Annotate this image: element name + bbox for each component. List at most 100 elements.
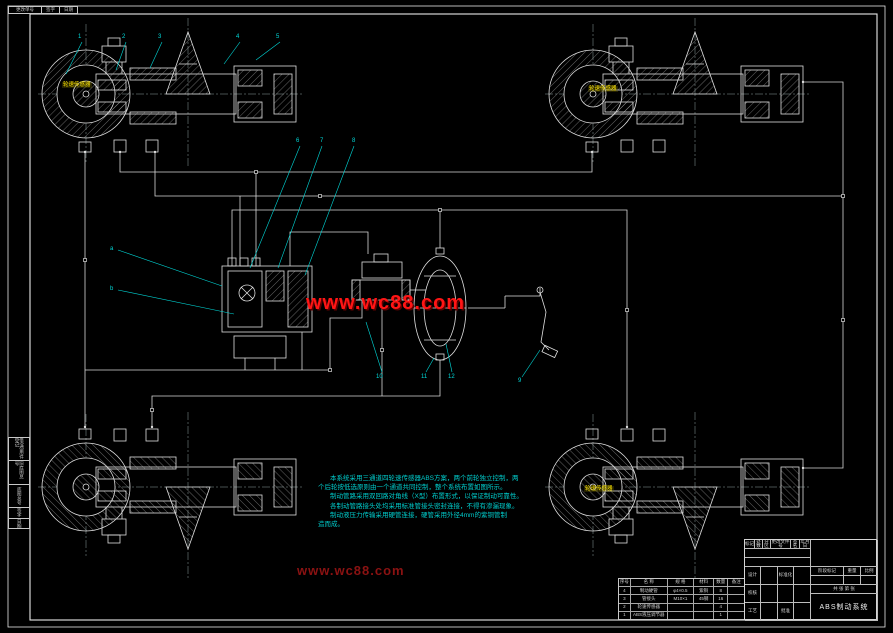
tb-cell: 校核 <box>745 585 761 603</box>
change-record-strip: 更改单号 签字 日期 <box>8 6 78 14</box>
note-line: 制动管路采用双回路对角线（X型）布置形式，以保证制动可靠性。 <box>330 493 523 501</box>
parts-header-cell: 材料 <box>694 579 715 587</box>
parts-cell: φ4×0.5 <box>668 587 694 595</box>
parts-cell <box>668 603 694 611</box>
callout-7: 7 <box>320 138 324 144</box>
title-block: 标记 处数 分区 更改文件号 签名 年月日 设计 标准化 校核 工艺 批准 阶段… <box>744 539 878 621</box>
change-record-cell: 日期 <box>64 7 74 12</box>
tb-cell: 标记 <box>745 540 755 549</box>
tb-cell <box>761 585 778 603</box>
callout-12: 12 <box>448 374 455 380</box>
parts-cell: 3 <box>619 595 631 603</box>
note-line: 造而成。 <box>318 521 344 529</box>
callout-2: 2 <box>122 34 126 40</box>
parts-header-cell: 序号 <box>619 579 631 587</box>
tb-cell: 比例 <box>861 567 878 576</box>
parts-cell: M10×1 <box>668 595 694 603</box>
tb-cell <box>745 558 811 567</box>
note-line: 本系统采用三通道四轮速传感器ABS方案，两个前轮独立控制，两 <box>330 475 519 482</box>
wheel-assembly-front-right <box>544 31 810 153</box>
wheel-assembly-rear-left <box>37 428 303 550</box>
callout-1: 1 <box>78 34 82 40</box>
callout-10: 10 <box>376 374 383 380</box>
hydraulic-lines <box>84 81 844 469</box>
drawing-title: ABS制动系统 <box>811 594 878 621</box>
parts-cell <box>728 604 744 611</box>
parts-cell: 4 <box>714 603 729 611</box>
sensor-label-rear-right: 轮速传感器 <box>584 486 614 492</box>
sensor-label-front-right: 轮速传感器 <box>588 86 618 92</box>
parts-cell <box>728 612 744 619</box>
parts-cell: 4 <box>619 587 631 595</box>
tb-cell: 更改文件号 <box>771 540 791 549</box>
tb-cell <box>811 576 844 585</box>
parts-cell: 1 <box>714 611 729 620</box>
parts-cell <box>694 611 715 620</box>
parts-cell: 8 <box>714 587 729 595</box>
parts-cell <box>668 611 694 620</box>
tb-cell <box>844 576 861 585</box>
parts-cell <box>694 603 715 611</box>
note-line: 各制动管路接头处均采用标准管接头密封连接，不得有渗漏现象。 <box>330 502 519 510</box>
parts-cell <box>728 587 744 594</box>
parts-header-cell: 备注 <box>731 579 741 585</box>
parts-cell: 管接头 <box>631 595 668 603</box>
parts-table: 序号 名 称 规 格 材料 数量 备注 4 制动硬管 φ4×0.5 紫铜 8 3… <box>618 578 745 620</box>
sensor-label-front-left: 轮速传感器 <box>62 82 92 88</box>
note-line: 个后轮按低选原则由一个通道共同控制，整个系统布置如图所示。 <box>318 484 507 492</box>
tb-cell: 批准 <box>778 603 794 621</box>
parts-header-cell: 规 格 <box>668 579 694 587</box>
parts-cell: 16 <box>714 595 729 603</box>
pipe-unions <box>83 80 845 470</box>
parts-cell: 制动硬管 <box>631 587 668 595</box>
callout-b: b <box>110 286 114 292</box>
parts-table-row: 1 ABS液压调节器 1 <box>619 611 744 620</box>
margin-box: 签字 <box>9 508 29 519</box>
leader-lines <box>65 41 541 378</box>
technical-notes: 本系统采用三通道四轮速传感器ABS方案，两个前轮独立控制，两 个后轮按低选原则由… <box>318 474 523 529</box>
parts-cell: 轮速传感器 <box>631 603 668 611</box>
watermark-secondary: www.wc88.com <box>297 563 405 578</box>
callout-6: 6 <box>296 138 300 144</box>
drawing-frame <box>7 5 886 628</box>
tb-cell: 签名 <box>791 540 800 549</box>
callout-8: 8 <box>352 138 356 144</box>
tb-cell: 设计 <box>745 567 761 585</box>
callout-4: 4 <box>236 34 240 40</box>
tb-cell <box>794 585 811 603</box>
change-record-cell: 更改单号 <box>9 7 43 13</box>
tb-cell <box>811 540 878 567</box>
abs-modulator <box>221 257 313 359</box>
callout-a: a <box>110 246 114 252</box>
tb-cell <box>794 567 811 585</box>
callout-9: 9 <box>518 378 522 384</box>
tb-cell <box>778 585 794 603</box>
parts-cell: 1 <box>619 611 631 620</box>
tb-cell: 标准化 <box>778 567 794 585</box>
tb-cell: 分区 <box>763 540 771 549</box>
parts-header-cell: 数量 <box>714 579 729 587</box>
tb-cell: 阶段标记 <box>811 567 844 576</box>
tb-cell: 重量 <box>844 567 861 576</box>
tb-cell <box>761 567 778 585</box>
margin-box: 日期 <box>17 518 23 528</box>
wheel-assembly-front-left <box>37 31 303 153</box>
callout-11: 11 <box>421 374 428 380</box>
parts-cell <box>728 595 744 602</box>
parts-table-row: 4 制动硬管 φ4×0.5 紫铜 8 <box>619 587 744 596</box>
tb-cell: 年月日 <box>800 540 811 549</box>
margin-box: 旧底图总号 <box>9 461 29 485</box>
tb-cell <box>794 603 811 621</box>
parts-cell: 45钢 <box>694 595 715 603</box>
tb-cell: 工艺 <box>745 603 761 621</box>
margin-box: 借(通)用件登记 <box>9 438 29 462</box>
callout-5: 5 <box>276 34 280 40</box>
tb-cell: 处数 <box>755 540 763 549</box>
master-cylinder <box>351 253 426 301</box>
margin-box: 底图总号 <box>9 485 29 509</box>
note-line: 制动液压力传输采用硬管连接，硬管采用外径4mm的紫铜管制 <box>330 511 507 519</box>
brake-pedal <box>468 286 559 359</box>
parts-table-header: 序号 名 称 规 格 材料 数量 备注 <box>619 579 744 588</box>
